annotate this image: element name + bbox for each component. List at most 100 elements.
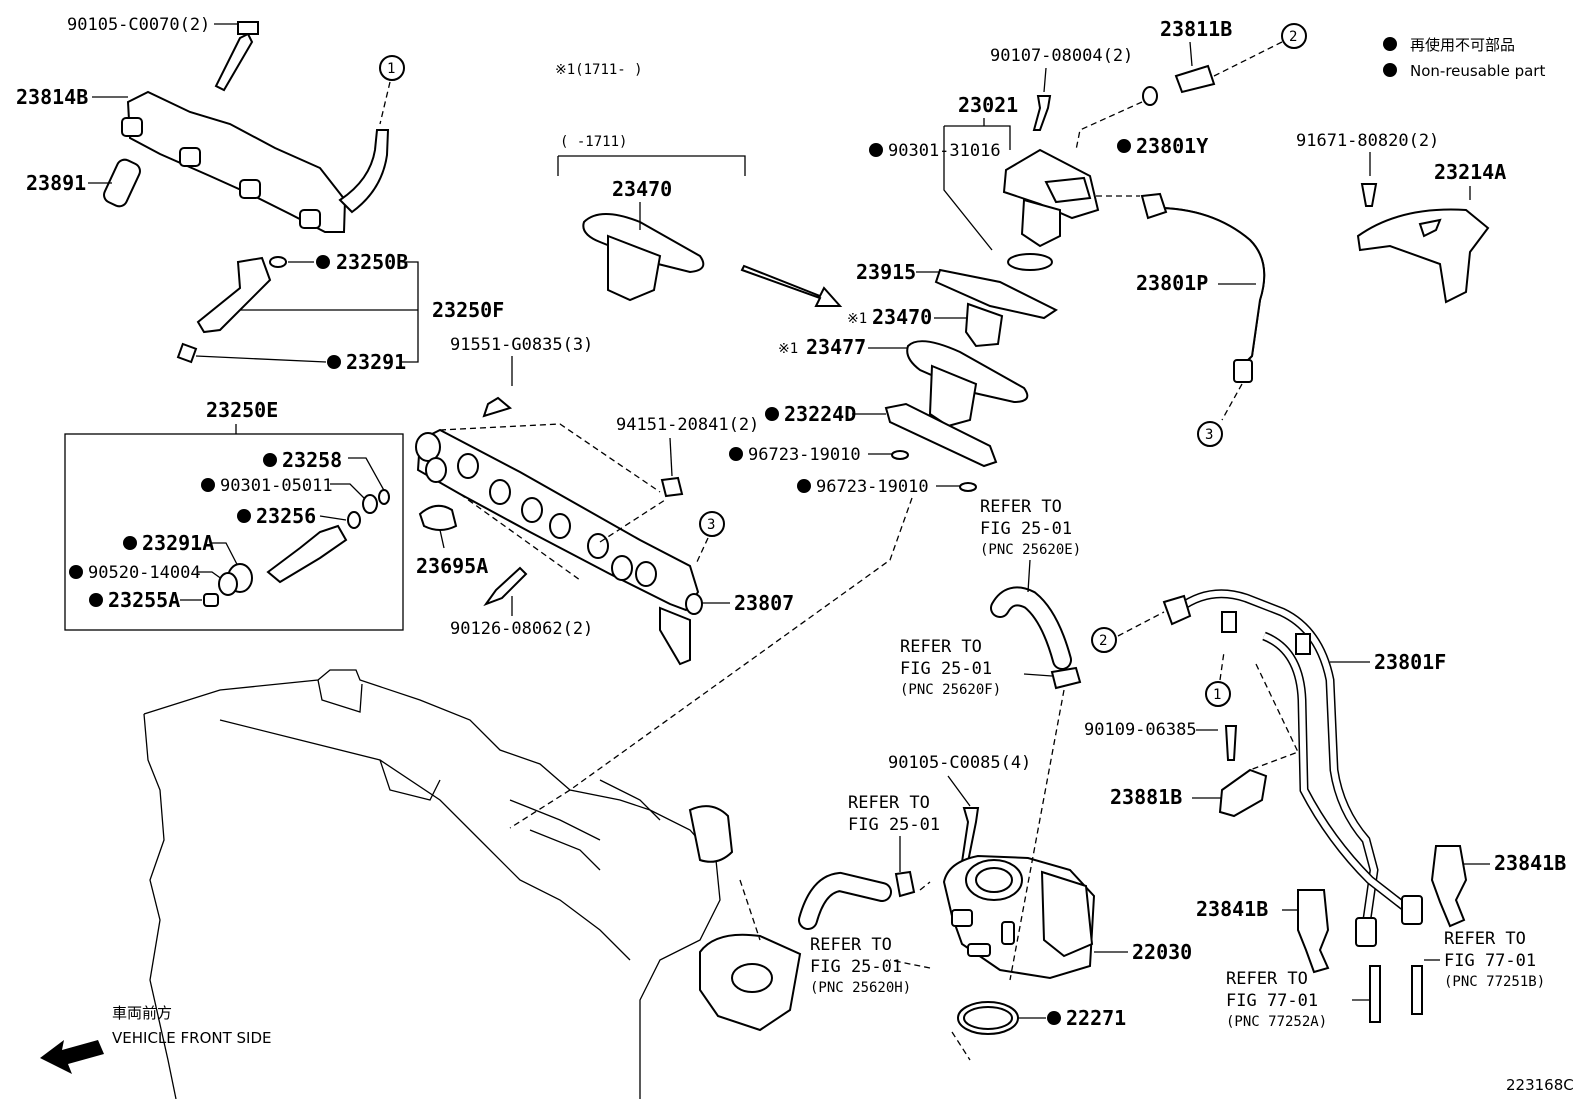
refer-line-1: REFER TO <box>1226 969 1308 989</box>
label-23224D: 23224D <box>784 402 856 426</box>
fuel-pipe-23801F <box>1162 589 1423 947</box>
hose-25620E <box>990 586 1082 690</box>
front-jp: 車両前方 <box>112 1004 172 1022</box>
refer-line-1: REFER TO <box>900 637 982 657</box>
pump-gasket-23915 <box>934 268 1058 320</box>
label-23841B-right: 23841B <box>1494 851 1566 875</box>
label-23291A: 23291A <box>142 531 214 555</box>
refer-line-1: REFER TO <box>810 935 892 955</box>
front-arrow-icon <box>40 1040 104 1074</box>
label-23881B: 23881B <box>1110 785 1182 809</box>
label-23470-top: 23470 <box>612 177 672 201</box>
label-23841B-left: 23841B <box>1196 897 1268 921</box>
label-90107-08004: 90107-08004(2) <box>990 46 1133 66</box>
refer-line-2: FIG 25-01 <box>900 659 992 679</box>
circle-mark-1-top: 1 <box>387 61 395 77</box>
refer-line-2: FIG 77-01 <box>1444 951 1536 971</box>
label-22271: 22271 <box>1066 1006 1126 1030</box>
injector-23250F <box>176 256 287 364</box>
label-23255A: 23255A <box>108 588 180 612</box>
injector-kit-parts <box>203 489 390 607</box>
label-23256: 23256 <box>256 504 316 528</box>
label-96723-19010-b: 96723-19010 <box>816 477 929 497</box>
label-23250B: 23250B <box>336 250 408 274</box>
injector-kit-box <box>64 433 404 631</box>
label-96723-19010-a: 96723-19010 <box>748 445 861 465</box>
refer-25620E: REFER TO FIG 25-01 (PNC 25620E) <box>980 497 1081 593</box>
label-91671-80820: 91671-80820(2) <box>1296 131 1439 151</box>
arrow-change <box>740 264 843 307</box>
refer-line-2: FIG 25-01 <box>848 815 940 835</box>
refer-line-3: (PNC 25620H) <box>810 980 911 996</box>
refer-line-1: REFER TO <box>848 793 930 813</box>
label-23258: 23258 <box>282 448 342 472</box>
circle-mark-2-top: 2 <box>1289 29 1297 45</box>
label-90126-08062: 90126-08062(2) <box>450 619 593 639</box>
vehicle-front-indicator: 車両前方 VEHICLE FRONT SIDE <box>40 1004 272 1074</box>
refer-line-3: (PNC 77251B) <box>1444 974 1545 990</box>
pump-adaptor-23477 <box>906 340 1029 428</box>
clip-23695A <box>418 504 458 531</box>
label-23291: 23291 <box>346 350 406 374</box>
label-23214A: 23214A <box>1434 160 1506 184</box>
legend-jp: 再使用不可部品 <box>1410 36 1515 54</box>
refer-line-2: FIG 25-01 <box>810 957 902 977</box>
fuel-rail-23807 <box>415 396 703 666</box>
front-en: VEHICLE FRONT SIDE <box>112 1029 272 1047</box>
x-mark-23470: ※1 <box>847 311 867 327</box>
note-after: ※1(1711- ) <box>555 62 643 78</box>
circle-mark-2-pipe: 2 <box>1099 633 1107 649</box>
x-mark-23477: ※1 <box>778 341 798 357</box>
refer-77252A: REFER TO FIG 77-01 (PNC 77252A) <box>1226 969 1370 1030</box>
label-23477: 23477 <box>806 335 866 359</box>
label-23250E: 23250E <box>206 398 278 422</box>
label-23811B: 23811B <box>1160 17 1232 41</box>
hp-pump-23021 <box>1002 148 1100 271</box>
label-90520-14004: 90520-14004 <box>88 563 201 583</box>
label-94151-20841: 94151-20841(2) <box>616 415 759 435</box>
hose-25620H <box>798 870 916 930</box>
label-90105-C0070: 90105-C0070(2) <box>67 15 210 35</box>
refer-77251B: REFER TO FIG 77-01 (PNC 77251B) <box>1424 929 1545 990</box>
throttle-body-22030 <box>942 854 1096 980</box>
label-90301-31016: 90301-31016 <box>888 141 1001 161</box>
refer-25620H: REFER TO FIG 25-01 (PNC 25620H) <box>810 935 911 996</box>
note-before: ( -1711) <box>560 134 627 150</box>
circle-mark-3-pipe: 3 <box>1205 427 1213 443</box>
fuel-rail-assembly <box>103 21 390 233</box>
label-23695A: 23695A <box>416 554 488 578</box>
label-23801P: 23801P <box>1136 271 1208 295</box>
refer-line-1: REFER TO <box>980 497 1062 517</box>
figure-id: 223168C <box>1506 1076 1574 1094</box>
legend: 再使用不可部品 Non-reusable part <box>1383 36 1545 80</box>
protector-23214A <box>1356 208 1490 304</box>
legend-en: Non-reusable part <box>1410 62 1545 80</box>
fuel-pipe-23801P <box>1140 192 1266 383</box>
label-90109-06385: 90109-06385 <box>1084 720 1197 740</box>
engine-block <box>143 669 802 1099</box>
refer-line-3: (PNC 77252A) <box>1226 1014 1327 1030</box>
label-23915: 23915 <box>856 260 916 284</box>
label-23814B: 23814B <box>16 85 88 109</box>
label-23250F: 23250F <box>432 298 504 322</box>
refer-line-2: FIG 77-01 <box>1226 991 1318 1011</box>
label-90301-05011: 90301-05011 <box>220 476 333 496</box>
refer-line-3: (PNC 25620E) <box>980 542 1081 558</box>
refer-line-3: (PNC 25620F) <box>900 682 1001 698</box>
refer-25-01: REFER TO FIG 25-01 <box>848 793 940 872</box>
label-23021: 23021 <box>958 93 1018 117</box>
label-91551-G0835: 91551-G0835(3) <box>450 335 593 355</box>
label-23470-x: 23470 <box>872 305 932 329</box>
label-23801F: 23801F <box>1374 650 1446 674</box>
circle-mark-1-pipe: 1 <box>1213 687 1221 703</box>
label-23891: 23891 <box>26 171 86 195</box>
refer-line-1: REFER TO <box>1444 929 1526 949</box>
label-22030: 22030 <box>1132 940 1192 964</box>
label-23807: 23807 <box>734 591 794 615</box>
circle-mark-3-rail: 3 <box>707 517 715 533</box>
refer-25620F: REFER TO FIG 25-01 (PNC 25620F) <box>900 637 1053 698</box>
pump-bracket-23470-top <box>582 213 705 302</box>
label-90105-C0085: 90105-C0085(4) <box>888 753 1031 773</box>
label-23801Y: 23801Y <box>1136 134 1208 158</box>
